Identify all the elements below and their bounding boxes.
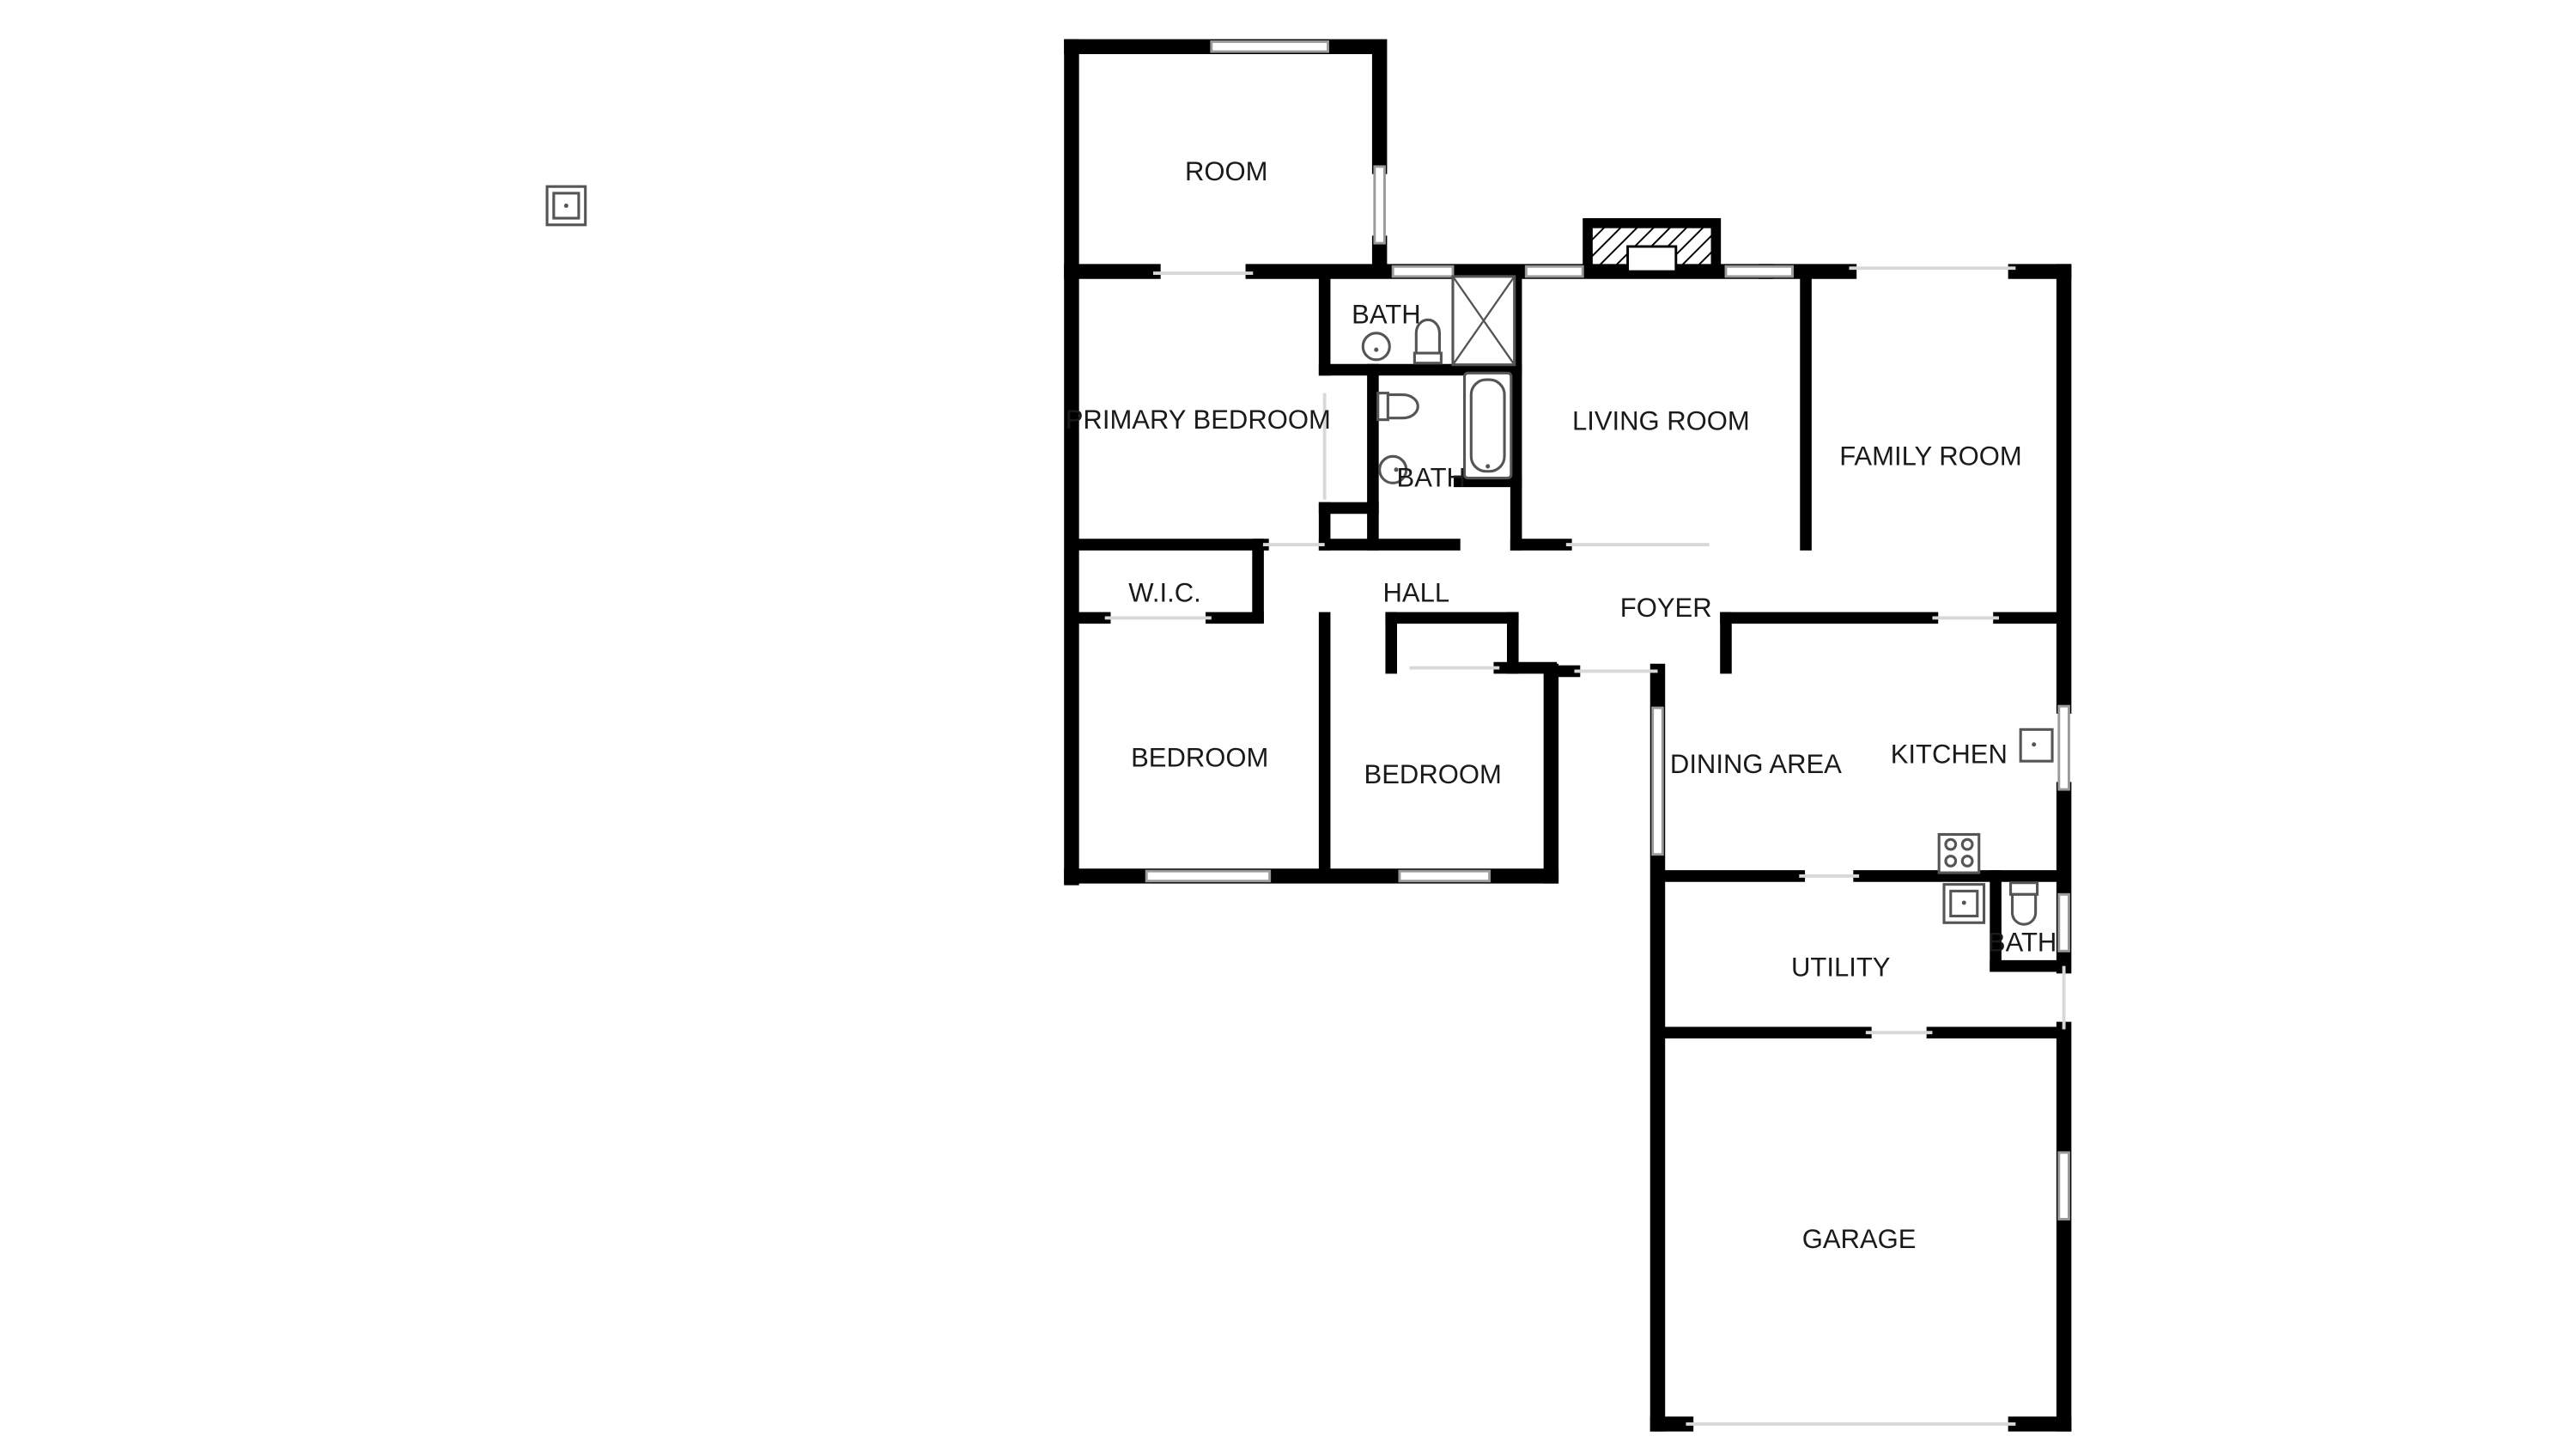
room-label-bath-top: BATH <box>1352 300 1420 330</box>
room-label-bedroom-right: BEDROOM <box>1364 759 1502 789</box>
sink-icon <box>1378 454 1408 484</box>
shower-icon <box>1451 275 1516 367</box>
room-label-bedroom-left: BEDROOM <box>1131 742 1268 772</box>
stove-icon <box>1937 832 1981 874</box>
room-label-utility: UTILITY <box>1791 953 1890 983</box>
bathtub-icon <box>1462 371 1513 480</box>
room-label-foyer: FOYER <box>1620 593 1712 623</box>
room-label-hall: HALL <box>1383 577 1450 607</box>
room-label-kitchen: KITCHEN <box>1891 740 2008 770</box>
sink-icon <box>2019 728 2054 763</box>
interior-walls <box>1066 265 2070 1039</box>
room-label-bath-mid: BATH <box>1397 463 1466 493</box>
room-label-family-room: FAMILY ROOM <box>1839 441 2022 471</box>
walls <box>1064 39 2072 1432</box>
toilet-icon <box>1413 318 1443 365</box>
room-labels: ROOM PRIMARY BEDROOM BATH BATH LIVING RO… <box>1066 156 2057 1254</box>
room-label-garage: GARAGE <box>1802 1224 1917 1254</box>
sink-icon <box>1361 332 1391 362</box>
sink-icon <box>1942 883 1986 924</box>
sink-icon <box>545 185 587 227</box>
windows <box>1145 40 2070 1221</box>
toilet-icon <box>2009 881 2039 926</box>
room-label-wic: W.I.C. <box>1128 577 1200 607</box>
room-label-bath-small: BATH <box>1988 928 2057 958</box>
openings <box>1104 266 2066 1426</box>
toilet-icon <box>1376 392 1419 422</box>
room-label-primary-bedroom: PRIMARY BEDROOM <box>1066 405 1331 435</box>
room-label-living-room: LIVING ROOM <box>1572 406 1750 436</box>
room-label-dining-area: DINING AREA <box>1670 749 1842 779</box>
room-label-room: ROOM <box>1185 156 1268 186</box>
